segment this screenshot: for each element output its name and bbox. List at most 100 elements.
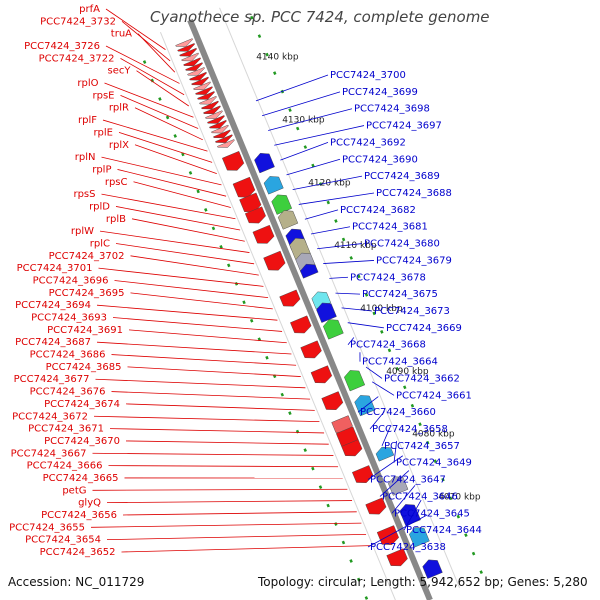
- gene-forward-48: [341, 439, 363, 457]
- gene-label-left: PCC7424_3694: [15, 300, 91, 311]
- gene-forward-50: [352, 465, 374, 483]
- gene-label-left: rplO: [77, 78, 98, 89]
- gene-label-left: PCC7424_3670: [44, 436, 120, 447]
- gene-label-left: PCC7424_3696: [33, 276, 109, 287]
- gene-shape: [222, 151, 245, 171]
- gene-shape: [263, 250, 286, 271]
- leader-right: [379, 470, 410, 497]
- scale-label: 4080 kbp: [412, 430, 455, 440]
- gene-shape: [201, 100, 219, 110]
- gene-shape: [300, 340, 322, 359]
- leader-left: [99, 230, 250, 253]
- leader-left: [105, 8, 166, 50]
- gene-shape: [323, 319, 344, 340]
- gene-forward-56: [386, 548, 408, 567]
- leader-left: [137, 33, 176, 73]
- leader-left: [104, 82, 194, 118]
- gene-shape: [193, 81, 211, 91]
- gene-reverse-35: [300, 263, 319, 279]
- leader-left: [120, 95, 199, 129]
- leader-left: [130, 292, 273, 310]
- gene-forward-17: [209, 119, 227, 129]
- gene-forward-11: [197, 91, 215, 100]
- leader-left: [96, 304, 278, 321]
- gene-shape: [189, 71, 207, 81]
- gene-forward-19: [213, 129, 231, 139]
- leader-left: [125, 440, 329, 445]
- gene-shape: [244, 206, 266, 224]
- leader-left: [118, 132, 213, 163]
- genome-title: Cyanothece sp. PCC 7424, complete genome: [150, 8, 490, 26]
- gene-shape: [183, 57, 201, 67]
- gene-label-left: rplR: [109, 103, 129, 114]
- gene-shape: [211, 124, 229, 134]
- gene-shape: [386, 548, 408, 567]
- gene-label-left: PCC7424_3687: [15, 337, 91, 348]
- gene-reverse-55: [409, 527, 430, 548]
- gene-label-left: PCC7424_3655: [9, 522, 85, 533]
- leader-left: [96, 341, 292, 355]
- leader-left: [101, 193, 236, 220]
- gene-label-right: PCC7424_3664: [362, 357, 438, 368]
- leader-left: [111, 391, 311, 400]
- gene-shape: [197, 91, 215, 100]
- leader-right: [286, 158, 341, 176]
- leader-right: [367, 514, 428, 548]
- gene-shape: [207, 115, 225, 124]
- leader-right: [393, 440, 398, 463]
- gene-forward-14: [203, 105, 221, 115]
- gene-reverse-49: [375, 446, 395, 462]
- gene-label-left: rpsC: [105, 177, 128, 188]
- tick-rail-inner: [142, 60, 369, 600]
- leader-left: [114, 280, 269, 299]
- gene-forward-28: [244, 206, 266, 224]
- gene-shape: [252, 224, 275, 244]
- gene-shape: [290, 315, 312, 334]
- gene-label-right: PCC7424_3660: [360, 407, 436, 418]
- scale-label: 4070 kbp: [438, 493, 481, 503]
- leader-right: [292, 175, 363, 191]
- gene-label-left: prfA: [79, 4, 100, 15]
- leader-right: [335, 292, 361, 295]
- leader-right: [371, 381, 395, 396]
- leader-right: [268, 108, 353, 131]
- gene-reverse-29: [277, 210, 299, 230]
- gene-label-left: PCC7424_3695: [49, 288, 125, 299]
- gene-label-right: PCC7424_3688: [376, 188, 452, 199]
- leader-left: [125, 403, 315, 411]
- leader-left: [92, 452, 334, 456]
- gene-label-left: PCC7424_3732: [40, 16, 116, 27]
- leader-right: [347, 322, 385, 329]
- gene-reverse-23: [254, 153, 275, 174]
- gene-label-left: secY: [108, 66, 132, 77]
- leader-right: [381, 426, 391, 447]
- gene-label-left: rplB: [106, 214, 126, 225]
- gene-forward-41: [300, 340, 322, 359]
- gene-forward-21: [217, 139, 235, 148]
- gene-shape: [217, 139, 235, 148]
- gene-forward-18: [211, 124, 229, 134]
- leader-left: [121, 21, 171, 62]
- gene-forward-39: [290, 315, 312, 334]
- gene-label-right: PCC7424_3700: [330, 70, 406, 81]
- leader-right: [323, 260, 375, 264]
- gene-label-right: PCC7424_3675: [362, 289, 438, 300]
- leader-left: [101, 156, 222, 186]
- gene-label-left: PCC7424_3693: [31, 313, 107, 324]
- gene-label-right: PCC7424_3692: [330, 137, 406, 148]
- gene-reverse-51: [388, 476, 409, 496]
- leader-left: [106, 500, 353, 504]
- gene-shape: [175, 38, 193, 47]
- gene-shape: [213, 129, 231, 139]
- leader-left: [136, 70, 190, 107]
- leader-right: [329, 276, 349, 279]
- gene-reverse-43: [344, 370, 366, 392]
- gene-shape: [341, 439, 363, 457]
- gene-label-left: rplN: [75, 152, 96, 163]
- gene-label-right: PCC7424_3689: [364, 171, 440, 182]
- gene-forward-9: [193, 81, 211, 91]
- gene-label-right: PCC7424_3678: [350, 272, 426, 283]
- topology-text: Topology: circular; Length: 5,942,652 bp…: [258, 575, 588, 589]
- gene-shape: [365, 497, 387, 515]
- leader-right: [304, 209, 339, 220]
